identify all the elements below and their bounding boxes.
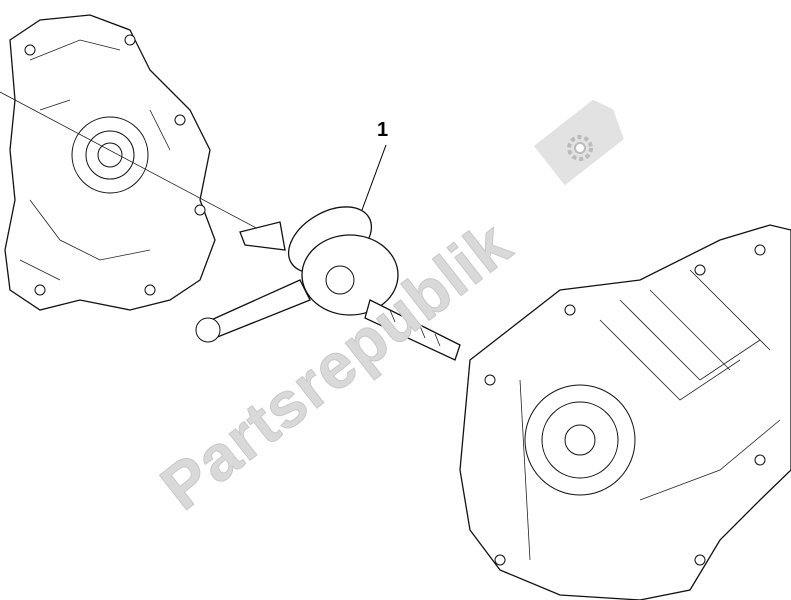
crankshaft bbox=[195, 206, 461, 361]
right-crankcase-half bbox=[459, 224, 791, 600]
left-crankcase-half bbox=[0, 14, 261, 311]
gear-icon bbox=[533, 99, 624, 186]
callout-label-1: 1 bbox=[377, 119, 389, 141]
callout-leader-line bbox=[361, 144, 387, 211]
